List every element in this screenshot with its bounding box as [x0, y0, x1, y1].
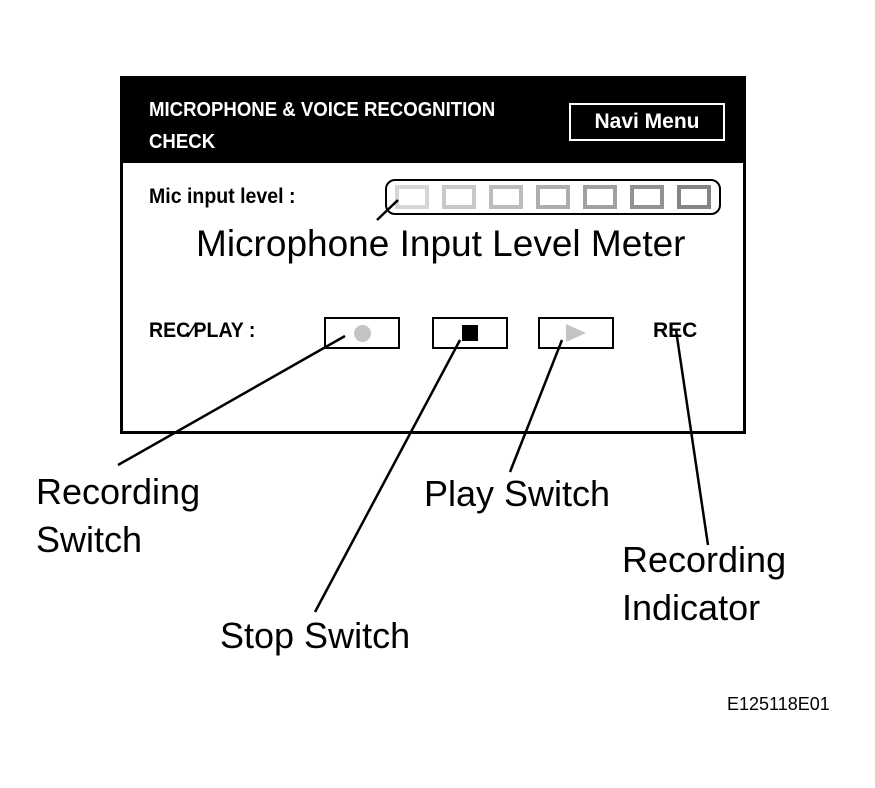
stop-switch[interactable]: [432, 317, 508, 349]
callout-recording-switch-line2: Switch: [36, 519, 143, 560]
leader-meter: [376, 199, 399, 221]
rec-play-label: REC∕PLAY :: [149, 319, 256, 342]
meter-segment: [583, 185, 617, 209]
meter-segment: [442, 185, 476, 209]
screen-title-line2: CHECK: [149, 131, 216, 153]
recording-switch[interactable]: [324, 317, 400, 349]
leader-play-switch: [508, 339, 564, 473]
mic-input-level-meter: [385, 179, 721, 215]
screen-title: MICROPHONE & VOICE RECOGNITION CHECK: [149, 94, 521, 158]
meter-segment: [630, 185, 664, 209]
stop-square-icon: [462, 325, 478, 341]
callout-recording-indicator-line2: Indicator: [622, 587, 761, 628]
check-screen: MICROPHONE & VOICE RECOGNITION CHECK Nav…: [120, 76, 746, 434]
navi-menu-button[interactable]: Navi Menu: [569, 103, 725, 141]
leader-stop-switch: [313, 339, 462, 613]
screen-header: MICROPHONE & VOICE RECOGNITION CHECK Nav…: [123, 79, 743, 163]
callout-recording-switch: Recording Switch: [36, 468, 200, 564]
meter-segment: [677, 185, 711, 209]
meter-segment: [395, 185, 429, 209]
callout-recording-indicator-line1: Recording: [622, 539, 787, 580]
mic-input-label: Mic input level :: [149, 185, 296, 208]
callout-recording-switch-line1: Recording: [36, 471, 201, 512]
figure-code: E125118E01: [727, 694, 830, 714]
meter-segment: [489, 185, 523, 209]
leader-recording-switch: [117, 334, 346, 467]
play-triangle-icon: [566, 324, 586, 342]
callout-stop-switch: Stop Switch: [220, 615, 411, 656]
screen-title-line1: MICROPHONE & VOICE RECOGNITION: [149, 99, 496, 121]
callout-play-switch: Play Switch: [424, 473, 611, 514]
play-switch[interactable]: [538, 317, 614, 349]
callout-microphone-input-level-meter: Microphone Input Level Meter: [196, 223, 686, 264]
callout-recording-indicator: Recording Indicator: [622, 536, 786, 632]
record-circle-icon: [353, 324, 371, 342]
meter-segment: [536, 185, 570, 209]
leader-recording-indicator: [674, 329, 710, 546]
